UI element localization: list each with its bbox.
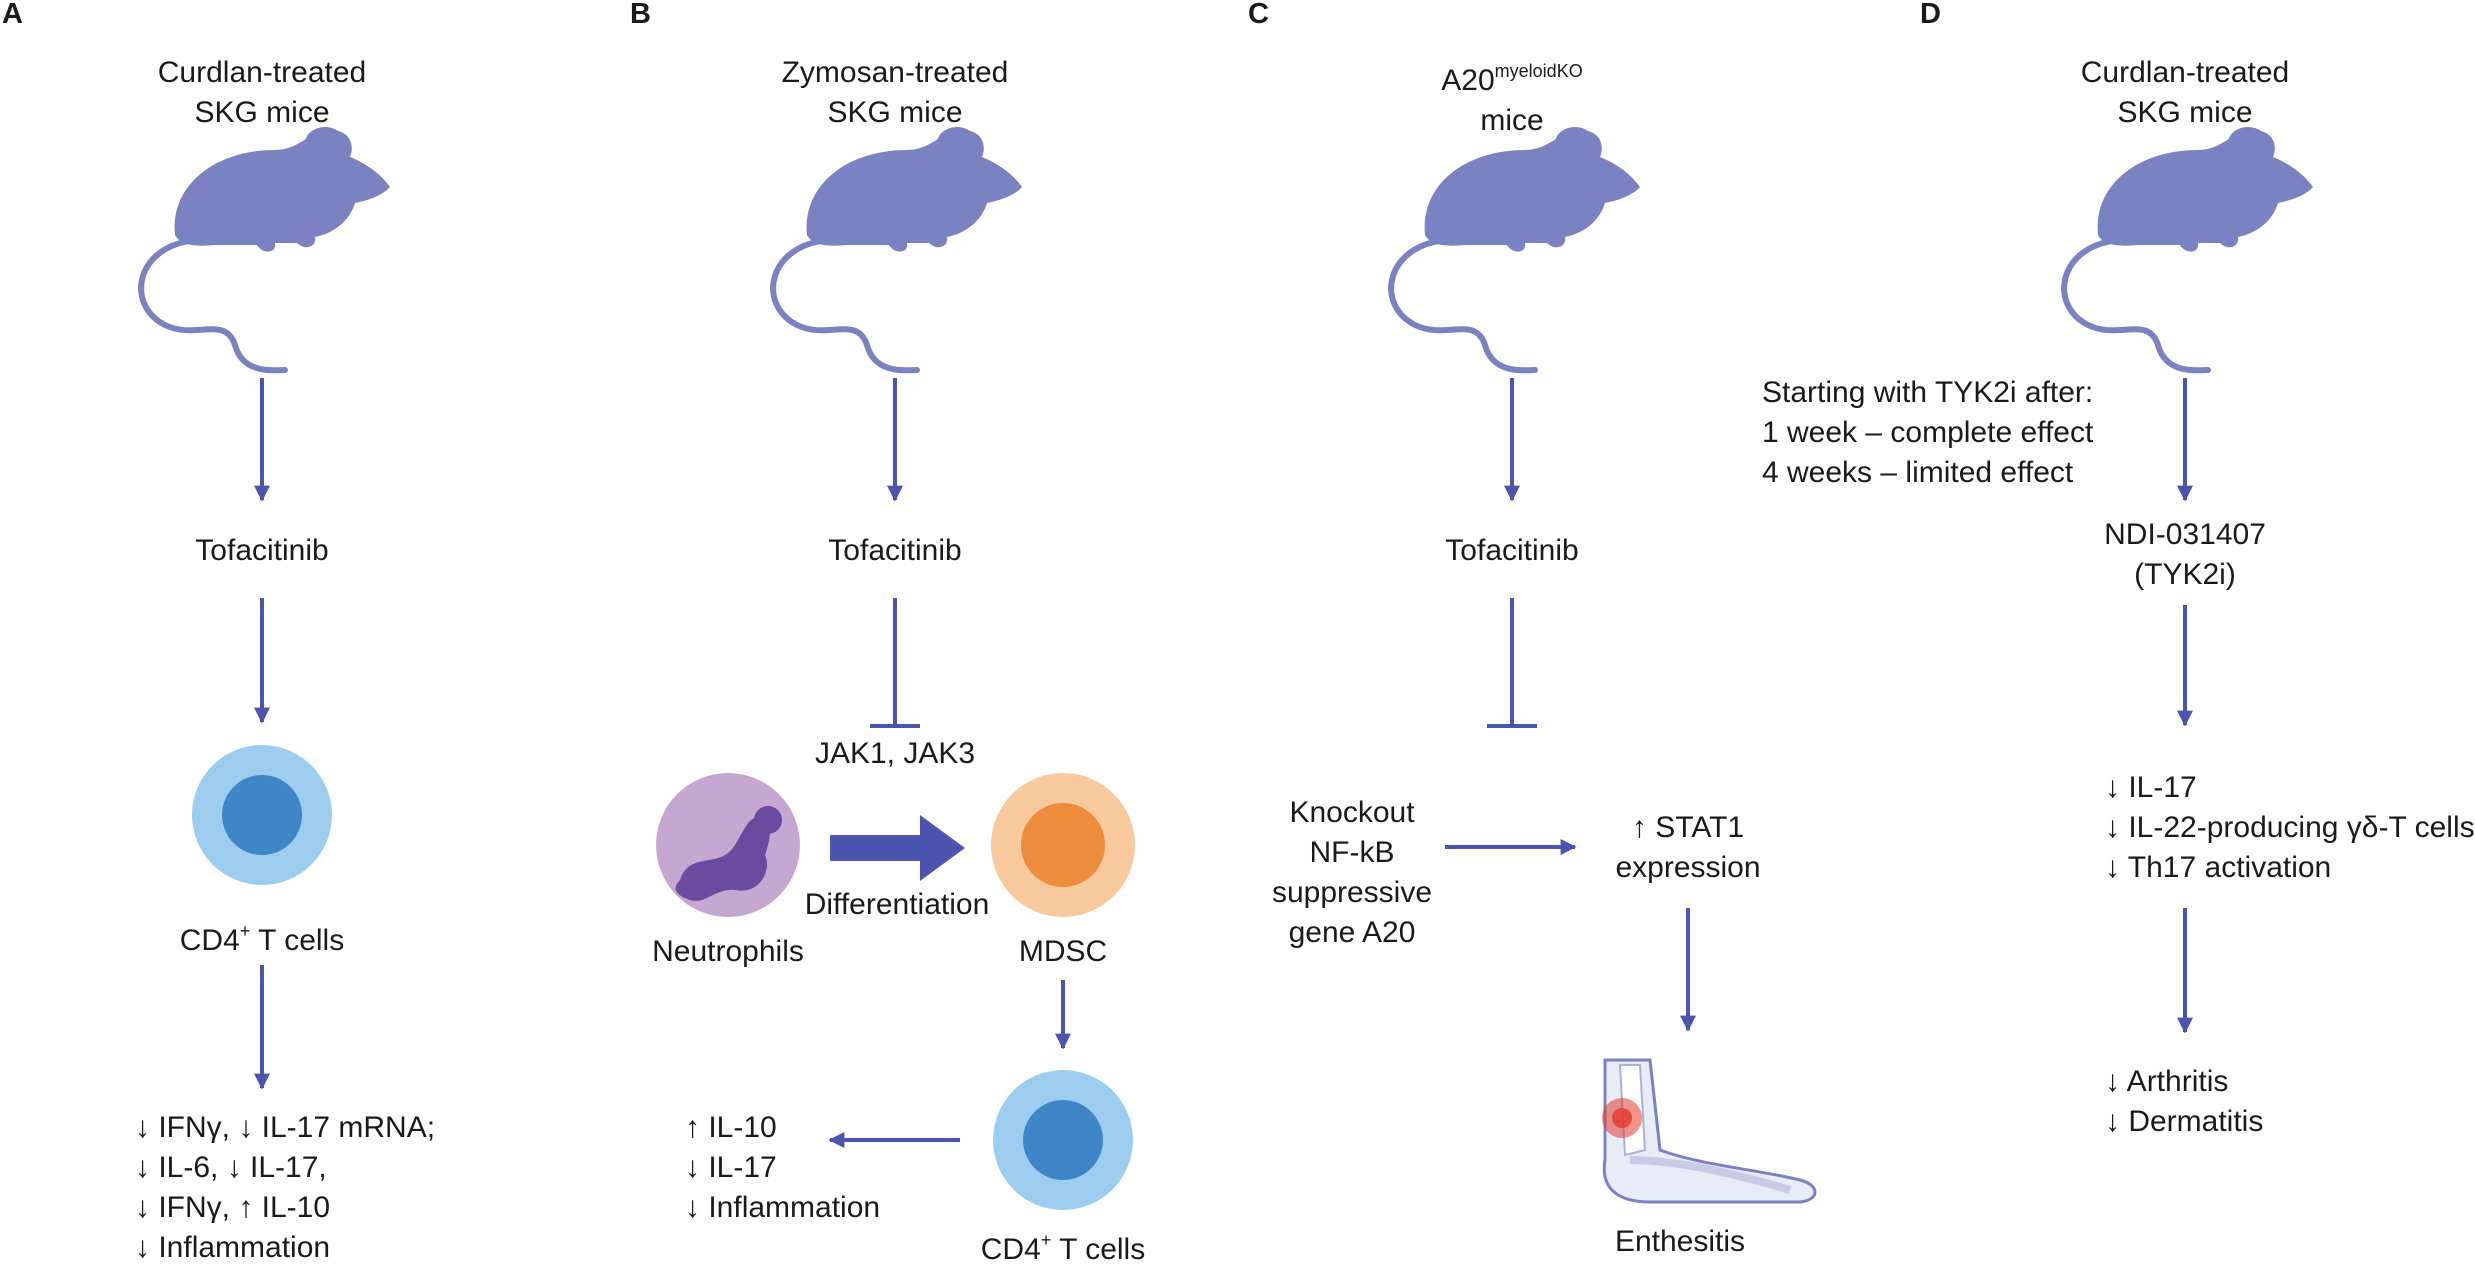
outcomes-b: ↑ IL-10 ↓ IL-17 ↓ Inflammation <box>685 1111 881 1224</box>
cd4-t-cell-icon-b <box>993 1070 1133 1210</box>
panel-label-b: B <box>630 0 651 30</box>
differentiation-arrow <box>830 815 965 881</box>
outcomes-a: ↓ IFNγ, ↓ IL-17 mRNA; ↓ IL-6, ↓ IL-17, ↓… <box>135 1111 436 1264</box>
timing-d: Starting with TYK2i after: 1 week – comp… <box>1762 376 2094 489</box>
mouse-icon-a <box>141 127 390 370</box>
knockout-label: Knockout NF-kB suppressive gene A20 <box>1271 796 1433 949</box>
stat1-label: ↑ STAT1 expression <box>1615 811 1761 884</box>
outcomes-d: ↓ Arthritis ↓ Dermatitis <box>2105 1065 2264 1138</box>
panel-label-c: C <box>1248 0 1269 30</box>
mdsc-label: MDSC <box>1018 935 1108 968</box>
result-c: Enthesitis <box>1614 1225 1746 1258</box>
mdsc-icon <box>991 773 1135 917</box>
drug-d: NDI-031407(TYK2i) <box>2104 518 2266 591</box>
neutrophil-icon <box>656 773 800 917</box>
panel-label-d: D <box>1920 0 1941 30</box>
cell-label-a: CD4+ T cells <box>179 921 345 957</box>
cell-label-b: CD4+ T cells <box>980 1230 1146 1266</box>
drug-c: Tofacitinib <box>1445 534 1579 567</box>
effects-d: ↓ IL-17 ↓ IL-22-producing γδ-T cells ↓ T… <box>2105 771 2475 884</box>
mouse-icon-c <box>1391 127 1640 370</box>
cd4-t-cell-icon-a <box>192 745 332 885</box>
target-b: JAK1, JAK3 <box>814 737 976 770</box>
foot-icon <box>1602 1058 1817 1204</box>
mouse-icon-d <box>2064 127 2313 370</box>
panel-label-a: A <box>2 0 23 30</box>
neutrophils-label: Neutrophils <box>652 935 804 968</box>
subject-c: A20myeloidKO mice <box>1441 61 1583 137</box>
mouse-icon-b <box>773 127 1022 370</box>
drug-a: Tofacitinib <box>195 534 329 567</box>
drug-b: Tofacitinib <box>828 534 962 567</box>
differentiation-label: Differentiation <box>804 888 990 921</box>
